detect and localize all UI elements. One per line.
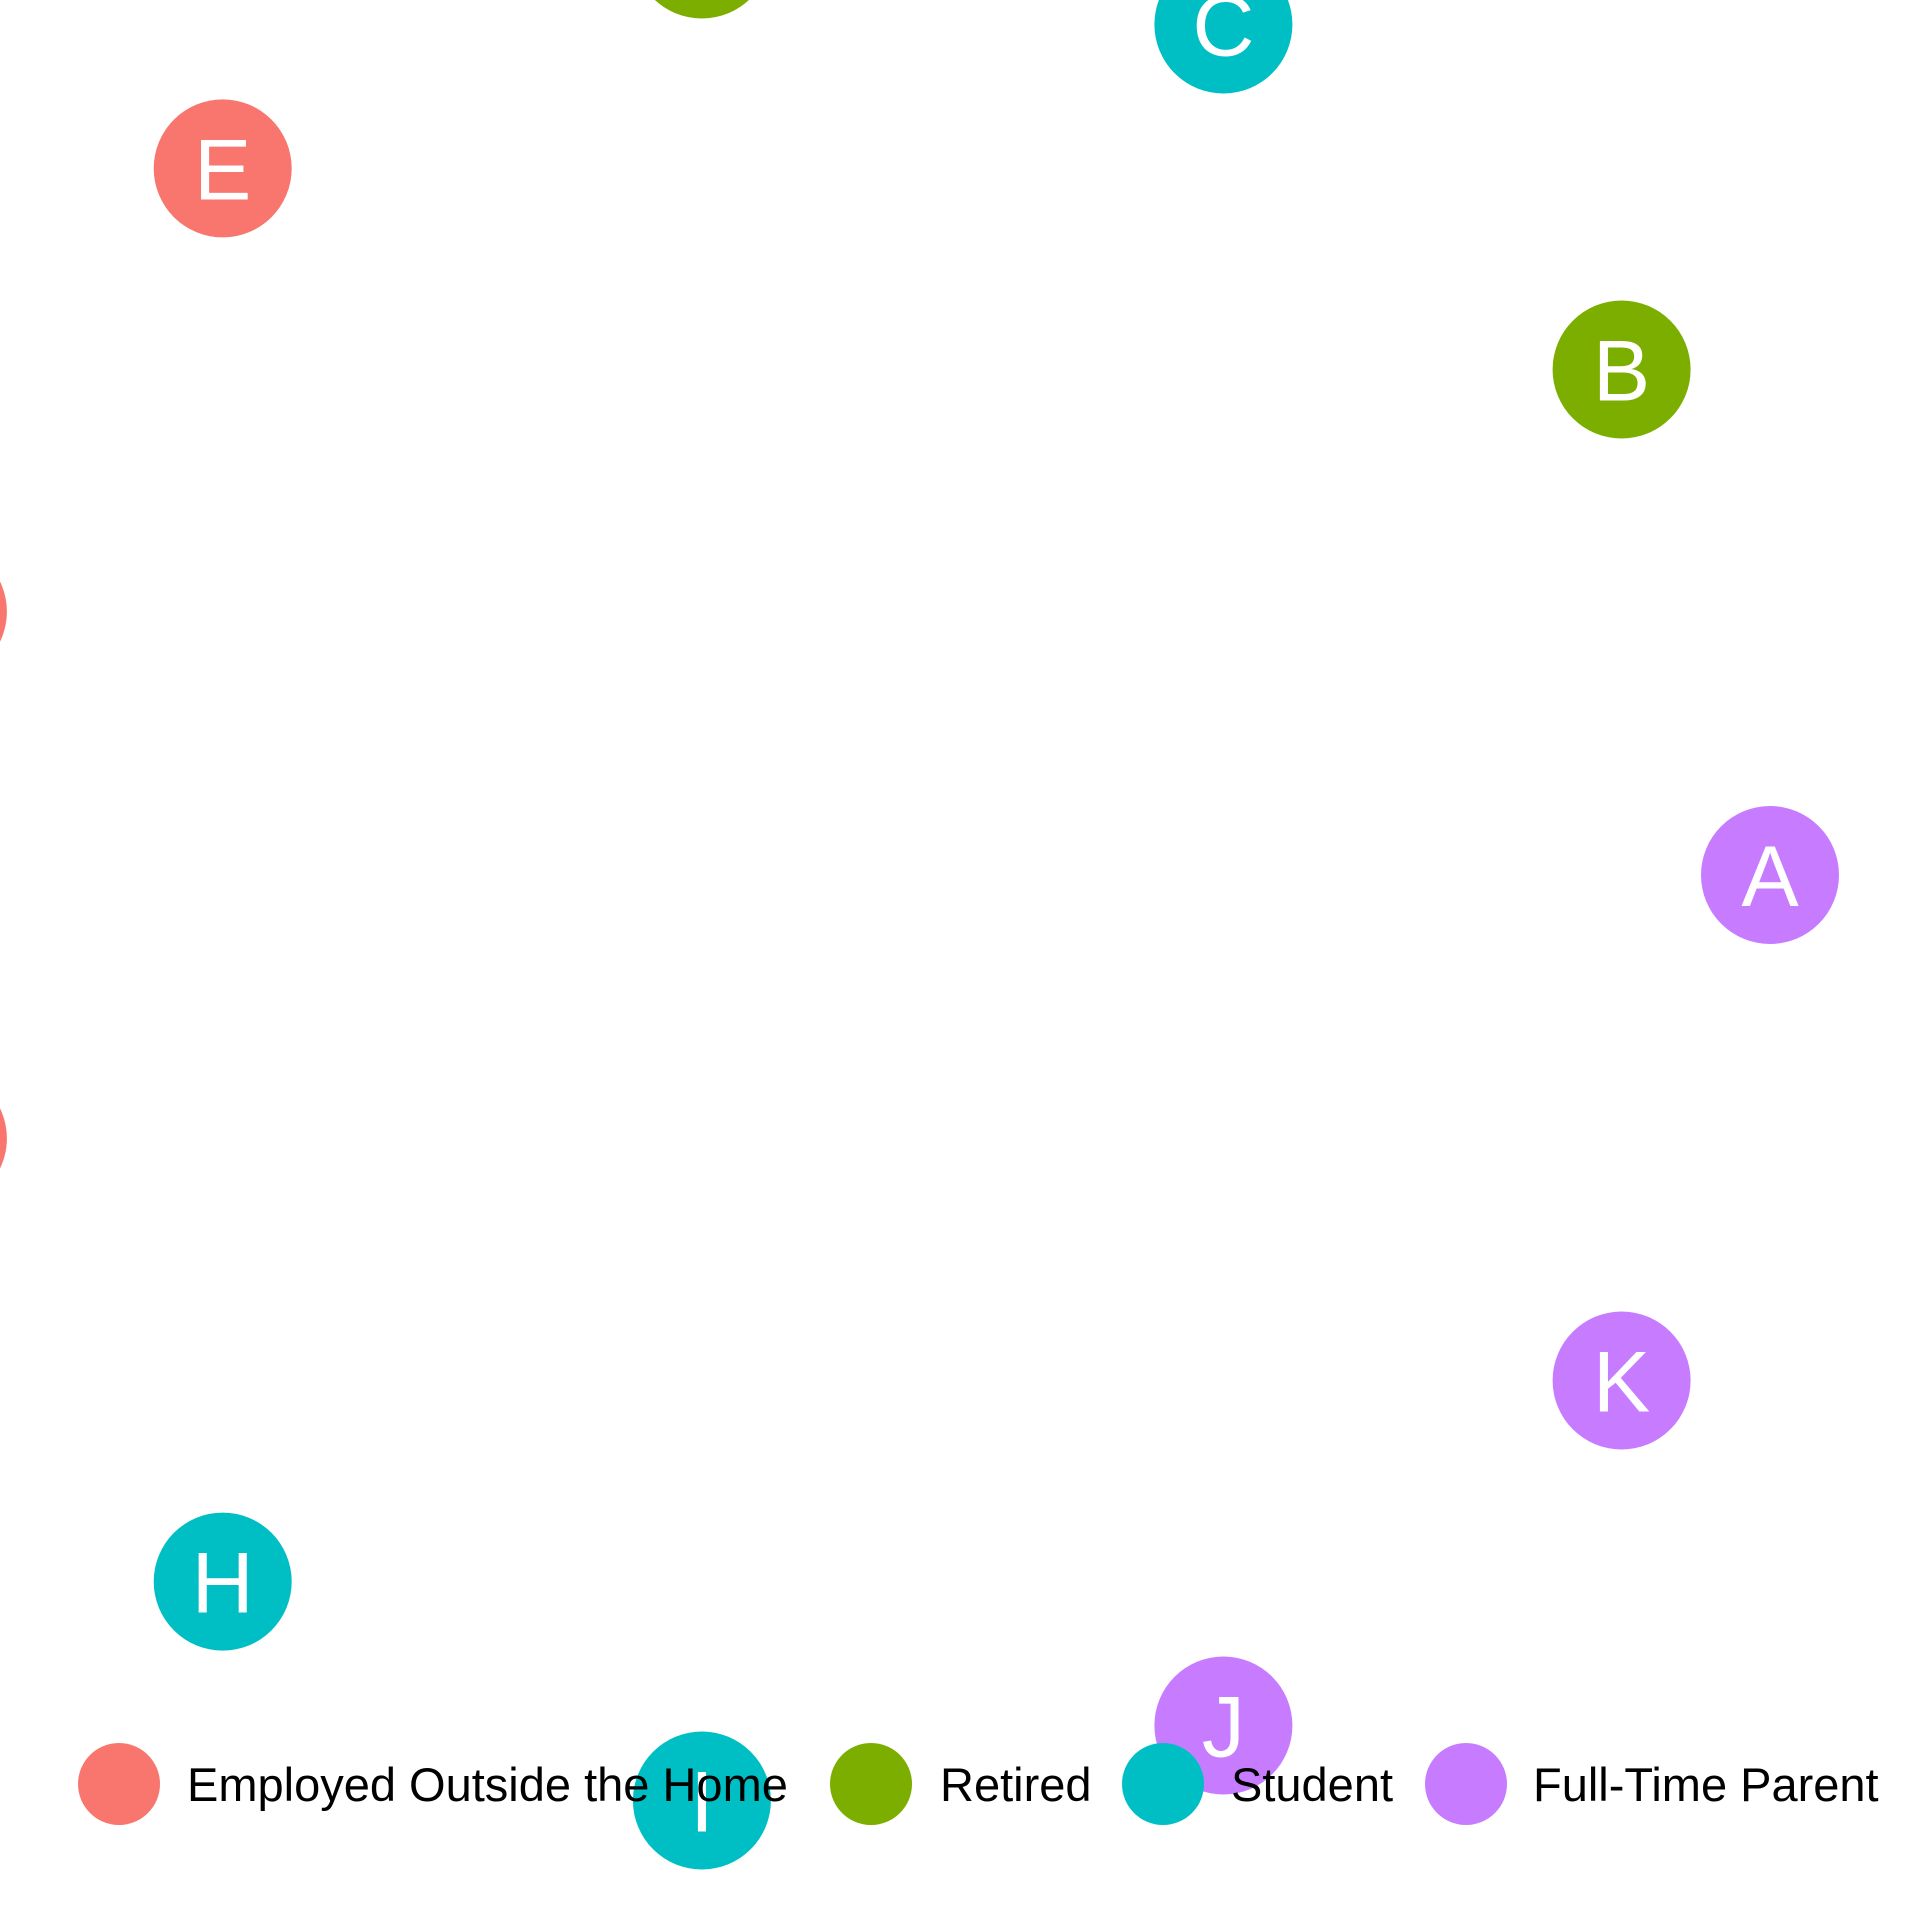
legend-swatch-employed [78, 1743, 160, 1825]
node-label: E [194, 122, 251, 218]
node-a: A [1701, 806, 1839, 944]
legend-item-student: Student [1122, 1743, 1393, 1825]
legend-label-full-time-parent: Full-Time Parent [1533, 1758, 1879, 1811]
node-circle [1552, 1311, 1691, 1450]
legend-swatch-retired [830, 1743, 912, 1825]
node-circle [1552, 300, 1691, 439]
legend-item-retired: Retired [830, 1743, 1092, 1825]
node-label: A [1741, 829, 1799, 925]
legend-item-employed: Employed Outside the Home [78, 1743, 788, 1825]
node-circle [153, 99, 292, 238]
nodes-layer: A B C D E F G H I J K [0, 0, 1839, 1870]
node-b: B [1552, 300, 1691, 439]
node-d: D [654, 0, 749, 19]
node-circle [1701, 806, 1839, 944]
node-label: H [192, 1536, 254, 1632]
node-e: E [153, 99, 292, 238]
legend: Employed Outside the Home Retired Studen… [78, 1743, 1879, 1825]
legend-swatch-full-time-parent [1425, 1743, 1507, 1825]
node-circle [0, 581, 7, 642]
node-label: K [1593, 1335, 1650, 1431]
legend-label-student: Student [1231, 1758, 1393, 1811]
node-circle [153, 1512, 292, 1651]
node-k: K [1552, 1311, 1691, 1450]
node-circle [1154, 0, 1293, 94]
node-circle [0, 1108, 7, 1169]
node-circle [632, 1731, 771, 1870]
node-label: C [1192, 0, 1254, 75]
node-h: H [153, 1512, 292, 1651]
node-c: C [1154, 0, 1293, 94]
node-circle [654, 0, 749, 19]
legend-item-full-time-parent: Full-Time Parent [1425, 1743, 1879, 1825]
legend-swatch-student [1122, 1743, 1204, 1825]
legend-label-employed: Employed Outside the Home [187, 1758, 788, 1811]
node-label: J [1202, 1680, 1245, 1776]
legend-label-retired: Retired [940, 1758, 1092, 1811]
node-f: F [0, 581, 7, 642]
node-i: I [632, 1731, 771, 1870]
node-label: I [690, 1755, 714, 1851]
node-g: G [0, 1108, 7, 1169]
node-label: B [1593, 324, 1650, 420]
